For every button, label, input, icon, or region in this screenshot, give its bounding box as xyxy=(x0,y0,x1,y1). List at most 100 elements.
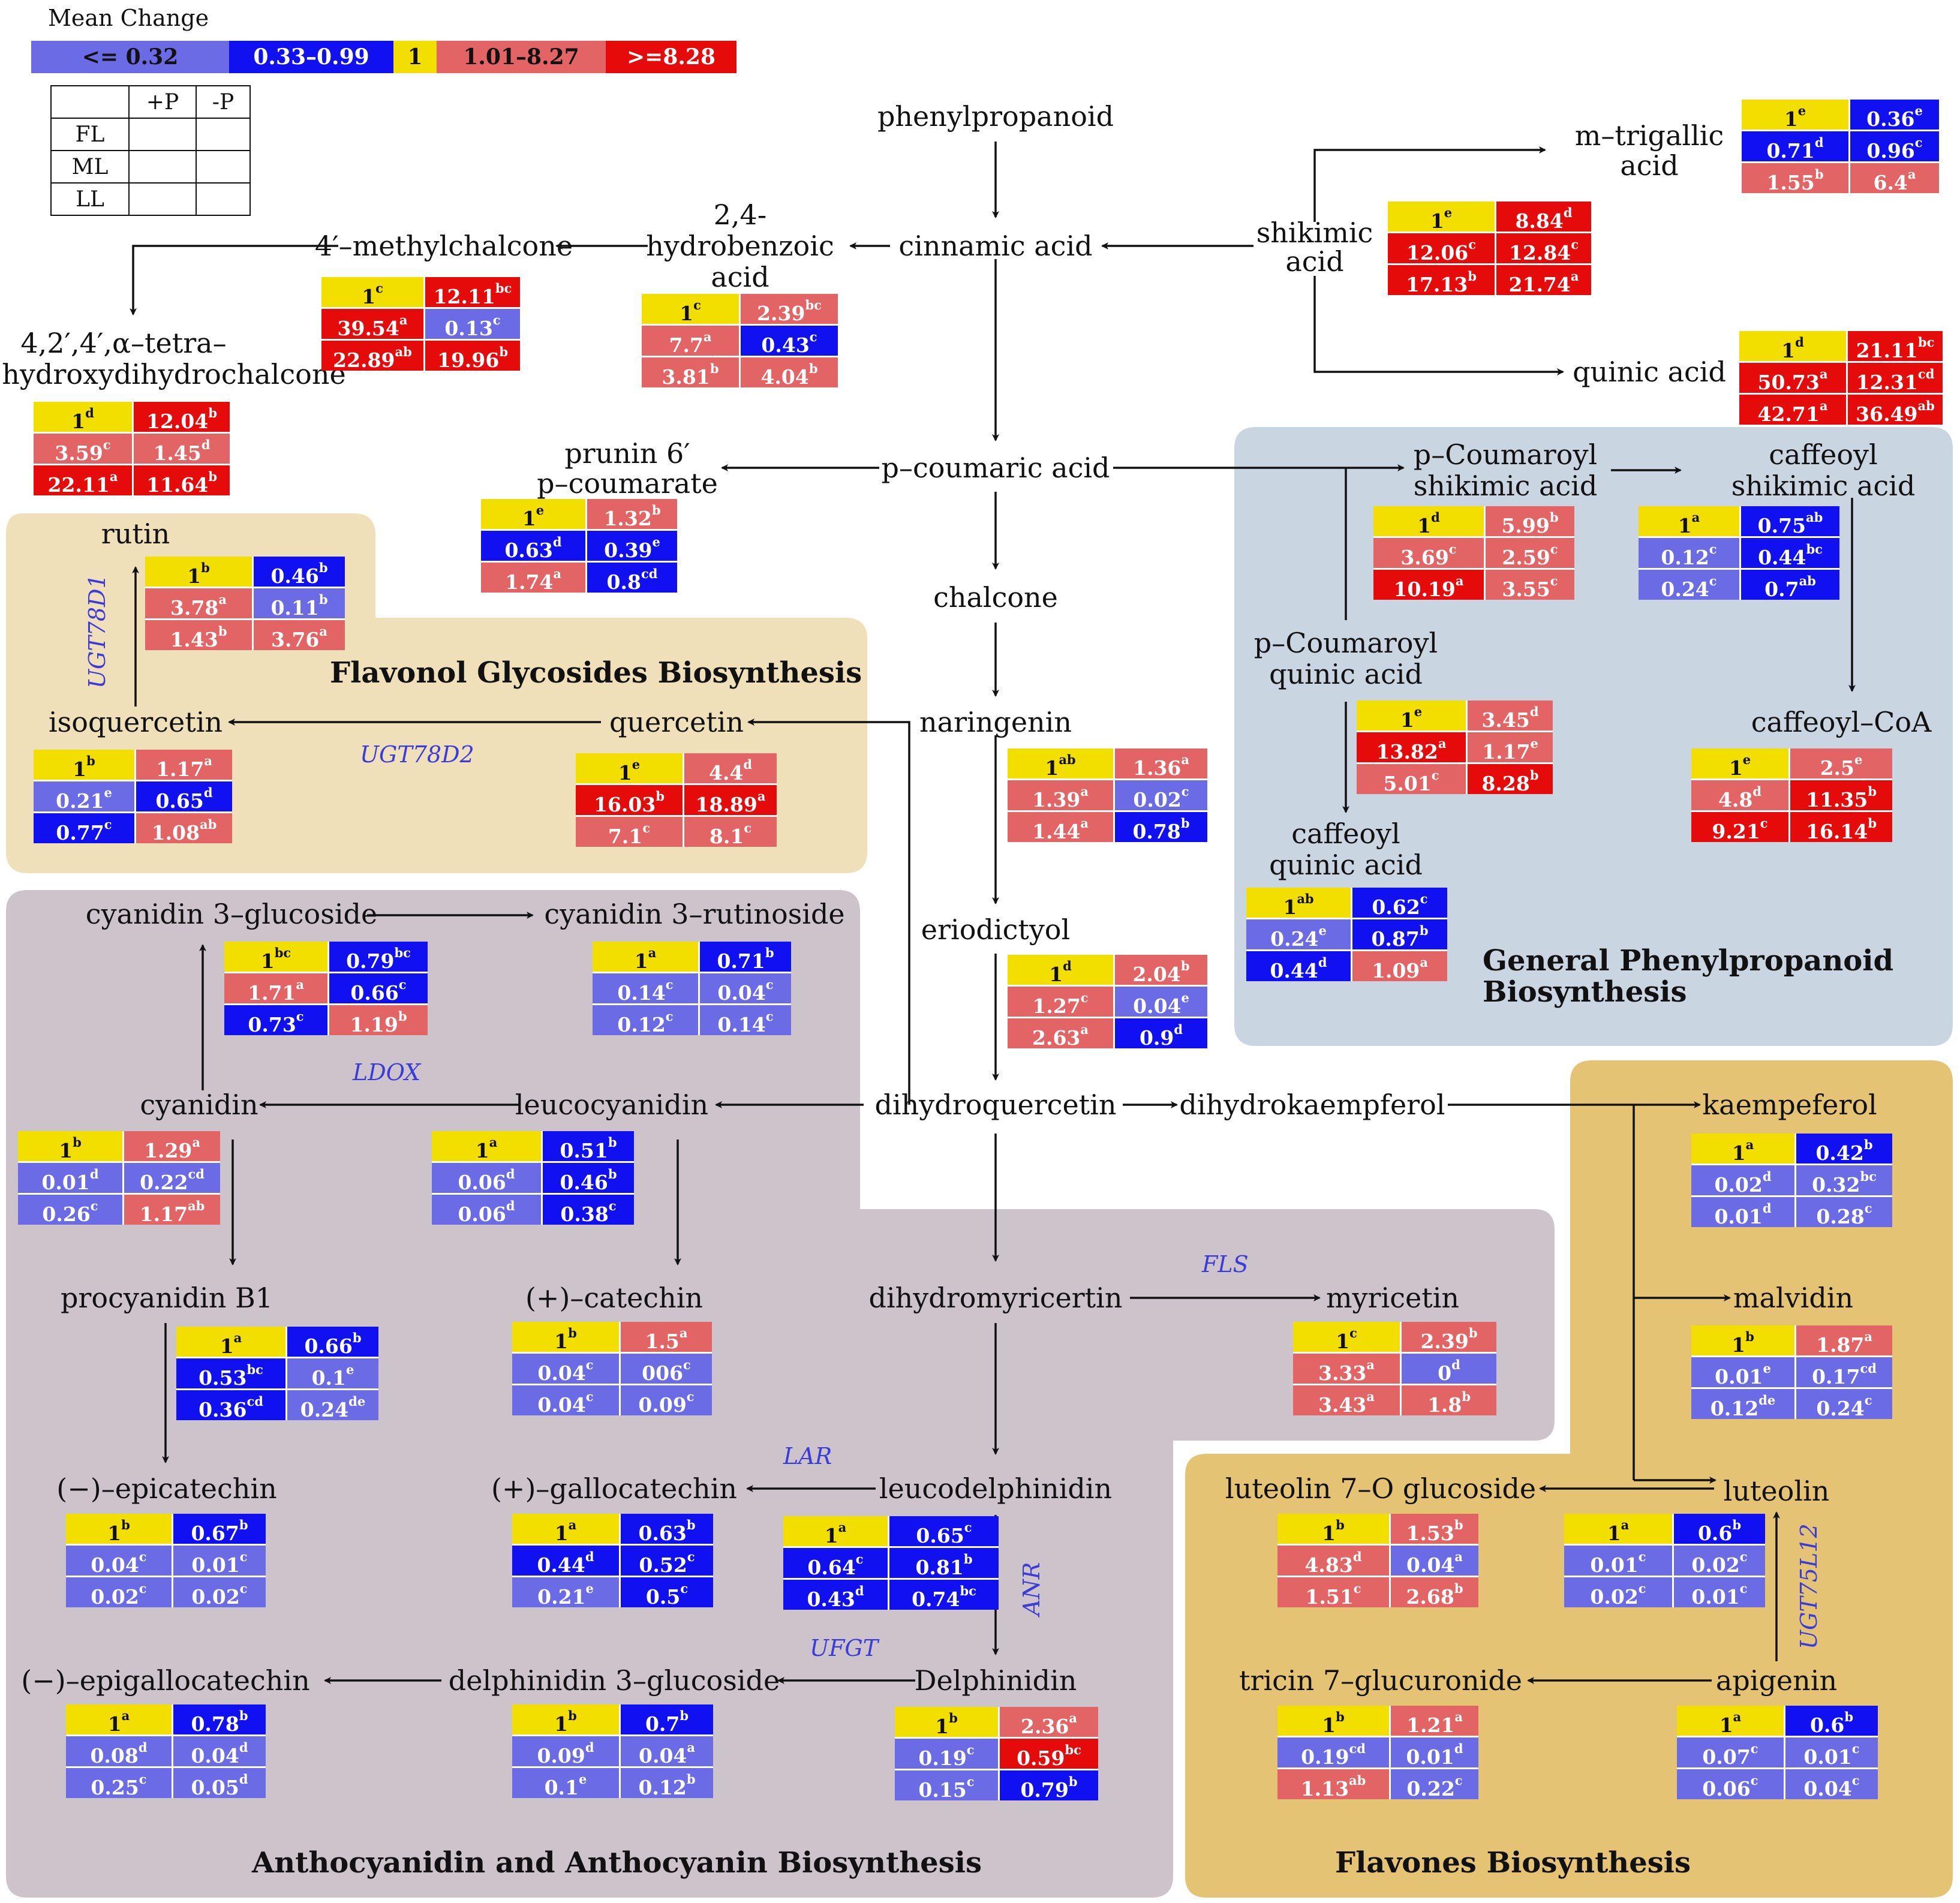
significance-letter: d xyxy=(743,757,753,772)
fold-change-value: 5.99 xyxy=(1501,514,1550,537)
fold-change-cell: 1.55b xyxy=(1742,163,1848,194)
fold-change-value: 0.24 xyxy=(1661,578,1709,601)
fold-change-value: 0.02 xyxy=(1714,1173,1763,1196)
compound-methylchalcone: 4′–methylchalcone xyxy=(314,230,573,262)
fold-change-cell: 17.13b xyxy=(1388,265,1495,296)
significance-letter: b xyxy=(218,624,227,639)
fold-change-cell: 0.51b xyxy=(543,1131,634,1162)
significance-letter: b xyxy=(1844,1709,1854,1724)
significance-letter: b xyxy=(1868,816,1877,831)
fold-change-value: 0.19 xyxy=(1301,1745,1349,1769)
fold-change-cell: 3.76a xyxy=(254,620,345,651)
fold-change-value: 19.96 xyxy=(437,348,500,372)
significance-letter: a xyxy=(1080,784,1089,799)
fold-change-cell: 1b xyxy=(512,1704,619,1736)
fold-change-value: 0.04 xyxy=(717,981,766,1005)
fold-change-value: 0.12 xyxy=(1661,546,1709,569)
fold-change-cell: 0.59bc xyxy=(1000,1739,1098,1770)
fold-change-value: 1 xyxy=(522,507,536,530)
fold-change-value: 0.12 xyxy=(638,1776,687,1799)
fold-change-cell: 0.22cd xyxy=(124,1163,220,1194)
fold-change-value: 0.6 xyxy=(1809,1713,1845,1737)
fold-change-value: 0.46 xyxy=(560,1171,608,1194)
significance-letter: a xyxy=(233,1330,242,1345)
fold-change-value: 1 xyxy=(107,1522,122,1545)
fold-change-value: 3.33 xyxy=(1318,1361,1367,1385)
legend-row-fl: FL xyxy=(50,118,130,151)
fold-change-value: 0.1 xyxy=(311,1366,347,1390)
fold-change-value: 0.04 xyxy=(639,1744,687,1767)
legend-row-ll: LL xyxy=(50,182,130,216)
significance-letter: b xyxy=(568,1325,577,1340)
fold-change-cell: 0.44bc xyxy=(1741,538,1839,569)
fold-change-value: 0.79 xyxy=(346,949,395,973)
significance-letter: a xyxy=(1366,1357,1375,1372)
fold-change-value: 2.04 xyxy=(1132,963,1181,986)
fold-change-value: 1 xyxy=(59,1139,73,1162)
fold-change-value: 1 xyxy=(71,410,86,433)
significance-letter: a xyxy=(1366,1389,1375,1404)
fold-change-value: 0.66 xyxy=(304,1334,353,1358)
legend-bin: >=8.28 xyxy=(606,41,736,73)
fold-change-value: 0.01 xyxy=(1714,1205,1763,1228)
significance-letter: a xyxy=(1454,1709,1463,1724)
significance-letter: e xyxy=(1914,103,1923,118)
fold-change-value: 12.31 xyxy=(1856,371,1918,394)
fold-change-value: 1 xyxy=(1322,1522,1336,1545)
fold-change-value: 0.46 xyxy=(270,564,319,588)
significance-letter: b xyxy=(1180,958,1190,973)
fold-change-cell: 0.24c xyxy=(1796,1389,1892,1420)
fold-change-cell: 0.38c xyxy=(543,1195,634,1226)
fold-change-cell: 0.79b xyxy=(1000,1770,1098,1802)
fold-change-value: 8.28 xyxy=(1481,772,1530,795)
significance-letter: c xyxy=(765,977,774,992)
compound-gallocatechin: (+)–gallocatechin xyxy=(491,1472,738,1505)
compound-luteolin-7-o-glucoside: luteolin 7–O glucoside xyxy=(1225,1472,1537,1505)
legend-bin: <= 0.32 xyxy=(31,41,229,73)
fold-change-value: 1 xyxy=(1417,514,1432,537)
fold-change-cell: 1a xyxy=(176,1327,285,1358)
significance-letter: ab xyxy=(200,817,217,832)
fold-change-value: 0.01 xyxy=(41,1171,90,1194)
significance-letter: d xyxy=(855,1583,864,1598)
legend-empty xyxy=(196,182,251,216)
fold-change-value: 0.28 xyxy=(1816,1205,1865,1228)
fold-change-cell: 1e xyxy=(1357,701,1466,732)
fold-change-value: 1 xyxy=(1784,107,1798,131)
fold-change-cell: 12.84c xyxy=(1496,233,1591,264)
fold-change-value: 0.44 xyxy=(1758,546,1806,569)
fold-change-cell: 1ab xyxy=(1246,888,1351,919)
significance-letter: ab xyxy=(1059,752,1076,767)
significance-letter: d xyxy=(1063,958,1072,973)
fold-change-cell: 1.36a xyxy=(1115,748,1207,780)
significance-letter: d xyxy=(1563,205,1573,220)
fold-change-value: 1 xyxy=(1731,1141,1746,1165)
fold-change-value: 0.02 xyxy=(91,1585,139,1609)
fold-change-cell: 50.73a xyxy=(1739,363,1846,394)
significance-letter: c xyxy=(585,1357,594,1372)
fold-change-value: 2.63 xyxy=(1032,1026,1081,1050)
fold-change-cell: 1e xyxy=(576,753,683,784)
significance-letter: c xyxy=(1550,573,1558,588)
significance-letter: e xyxy=(579,1772,587,1787)
significance-letter: c xyxy=(1851,1741,1860,1756)
fold-change-value: 1.43 xyxy=(170,628,218,651)
significance-letter: bc xyxy=(1065,1742,1081,1757)
fold-change-value: 2.36 xyxy=(1021,1715,1069,1738)
significance-letter: d xyxy=(506,1198,515,1213)
fold-change-value: 1 xyxy=(73,757,87,781)
significance-letter: d xyxy=(1352,1549,1362,1564)
fold-change-cell: 2.68b xyxy=(1391,1577,1478,1609)
fold-change-value: 0.65 xyxy=(155,789,204,813)
fold-change-cell: 36.49ab xyxy=(1848,395,1943,426)
significance-letter: a xyxy=(553,566,561,581)
significance-letter: e xyxy=(1530,736,1538,751)
fold-change-value: 0.07 xyxy=(1702,1745,1751,1769)
fold-change-cell: 1.29a xyxy=(124,1131,220,1162)
fold-change-cell: 5.99b xyxy=(1486,506,1574,537)
compound-cyanidin: cyanidin xyxy=(140,1089,258,1121)
significance-letter: d xyxy=(585,1549,594,1564)
